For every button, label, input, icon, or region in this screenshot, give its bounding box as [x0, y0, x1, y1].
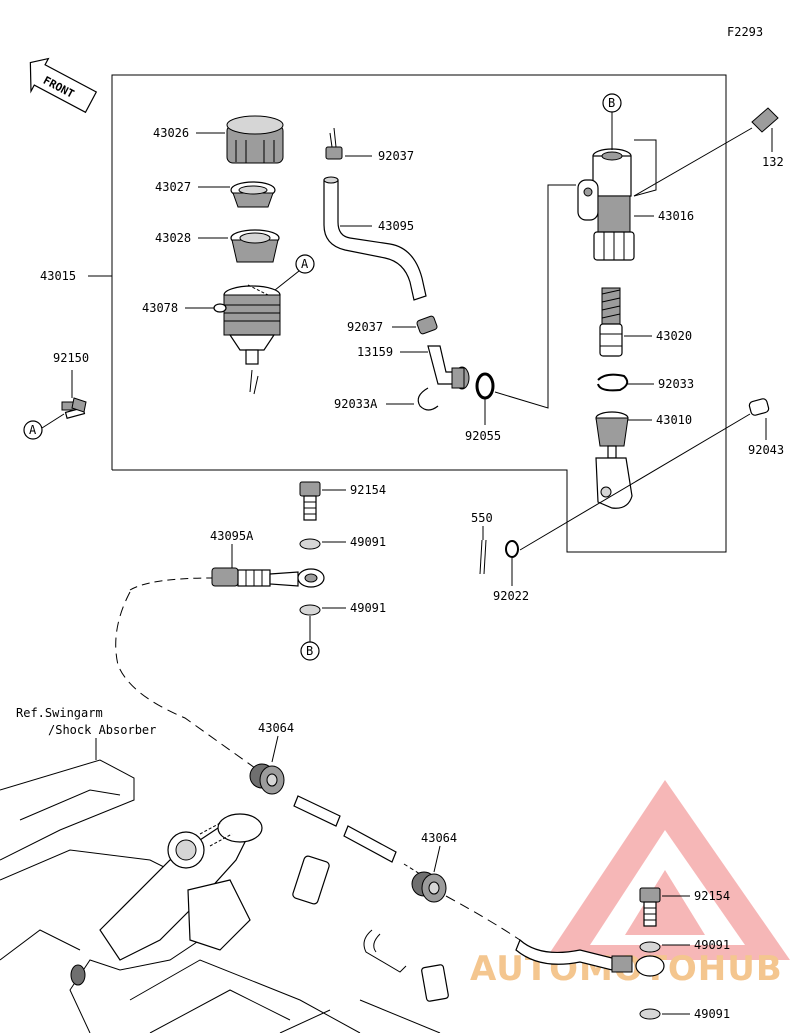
brake-hose-upper	[129, 567, 325, 591]
master-cylinder	[577, 148, 635, 261]
hose-elbow	[427, 345, 470, 390]
label-92033: 92033	[658, 377, 694, 391]
pushrod	[595, 411, 633, 509]
label-43064-a: 43064	[258, 721, 294, 735]
circlip-92033a	[417, 387, 439, 411]
label-92055: 92055	[465, 429, 501, 443]
washer-49091-b	[299, 604, 321, 616]
label-132: 132	[762, 155, 784, 169]
label-43016: 43016	[658, 209, 694, 223]
banjo-bolt-bottom	[639, 887, 661, 927]
washer-49091-d	[639, 1008, 661, 1020]
label-43010: 43010	[656, 413, 692, 427]
diaphragm	[230, 229, 280, 263]
label-43095: 43095	[378, 219, 414, 233]
ref-note-line1: Ref.Swingarm	[16, 706, 103, 720]
label-92037-top: 92037	[378, 149, 414, 163]
label-92043: 92043	[748, 443, 784, 457]
svg-text:A: A	[29, 423, 37, 437]
callout-a-bolt	[23, 420, 43, 440]
label-92154-bottom: 92154	[694, 889, 730, 903]
bolt-92150	[61, 397, 87, 419]
ref-note-line2: /Shock Absorber	[48, 723, 156, 737]
assembly-frame	[111, 74, 727, 553]
label-43095a: 43095A	[210, 529, 254, 543]
label-550: 550	[471, 511, 493, 525]
circlip-92033	[597, 373, 629, 392]
label-43064-b: 43064	[421, 831, 457, 845]
piston-spring	[599, 287, 623, 357]
washer-49091-a	[299, 538, 321, 550]
svg-text:A: A	[301, 257, 309, 271]
label-92033a: 92033A	[334, 397, 378, 411]
hose-route	[115, 591, 256, 769]
label-49091-a: 49091	[350, 535, 386, 549]
callout-a-reservoir	[295, 254, 315, 274]
label-92022: 92022	[493, 589, 529, 603]
label-43026: 43026	[153, 126, 189, 140]
diaphragm-plate	[230, 181, 276, 208]
brake-hose-lower	[515, 938, 665, 977]
label-13159: 13159	[357, 345, 393, 359]
banjo-bolt-top	[299, 481, 321, 521]
washer-49091-c	[639, 941, 661, 953]
label-49091-d: 49091	[694, 1007, 730, 1021]
reservoir-hose	[323, 179, 427, 301]
reservoir-body	[213, 284, 281, 395]
label-43027: 43027	[155, 180, 191, 194]
hose-clip-mid	[416, 315, 438, 335]
label-92154-top: 92154	[350, 483, 386, 497]
label-43015: 43015	[40, 269, 76, 283]
svg-text:B: B	[306, 644, 313, 658]
cotter-pin	[479, 539, 487, 575]
brake-hose-middle	[293, 795, 421, 875]
swingarm-reference	[0, 759, 449, 1033]
label-49091-c: 49091	[694, 938, 730, 952]
label-49091-b: 49091	[350, 601, 386, 615]
label-43020: 43020	[656, 329, 692, 343]
svg-text:B: B	[608, 96, 615, 110]
figure-code: F2293	[727, 25, 763, 39]
grommet-b	[411, 871, 447, 903]
grommet-a	[249, 763, 285, 795]
reservoir-cap	[226, 115, 284, 164]
label-43028: 43028	[155, 231, 191, 245]
o-ring-92055	[475, 372, 495, 400]
front-arrow: FRONT	[29, 57, 98, 114]
bolt-132	[633, 107, 779, 197]
label-92037-mid: 92037	[347, 320, 383, 334]
label-92150: 92150	[53, 351, 89, 365]
washer-92022	[505, 540, 519, 558]
clevis-pin	[519, 398, 770, 551]
label-43078: 43078	[142, 301, 178, 315]
hose-clip-top	[325, 127, 343, 160]
